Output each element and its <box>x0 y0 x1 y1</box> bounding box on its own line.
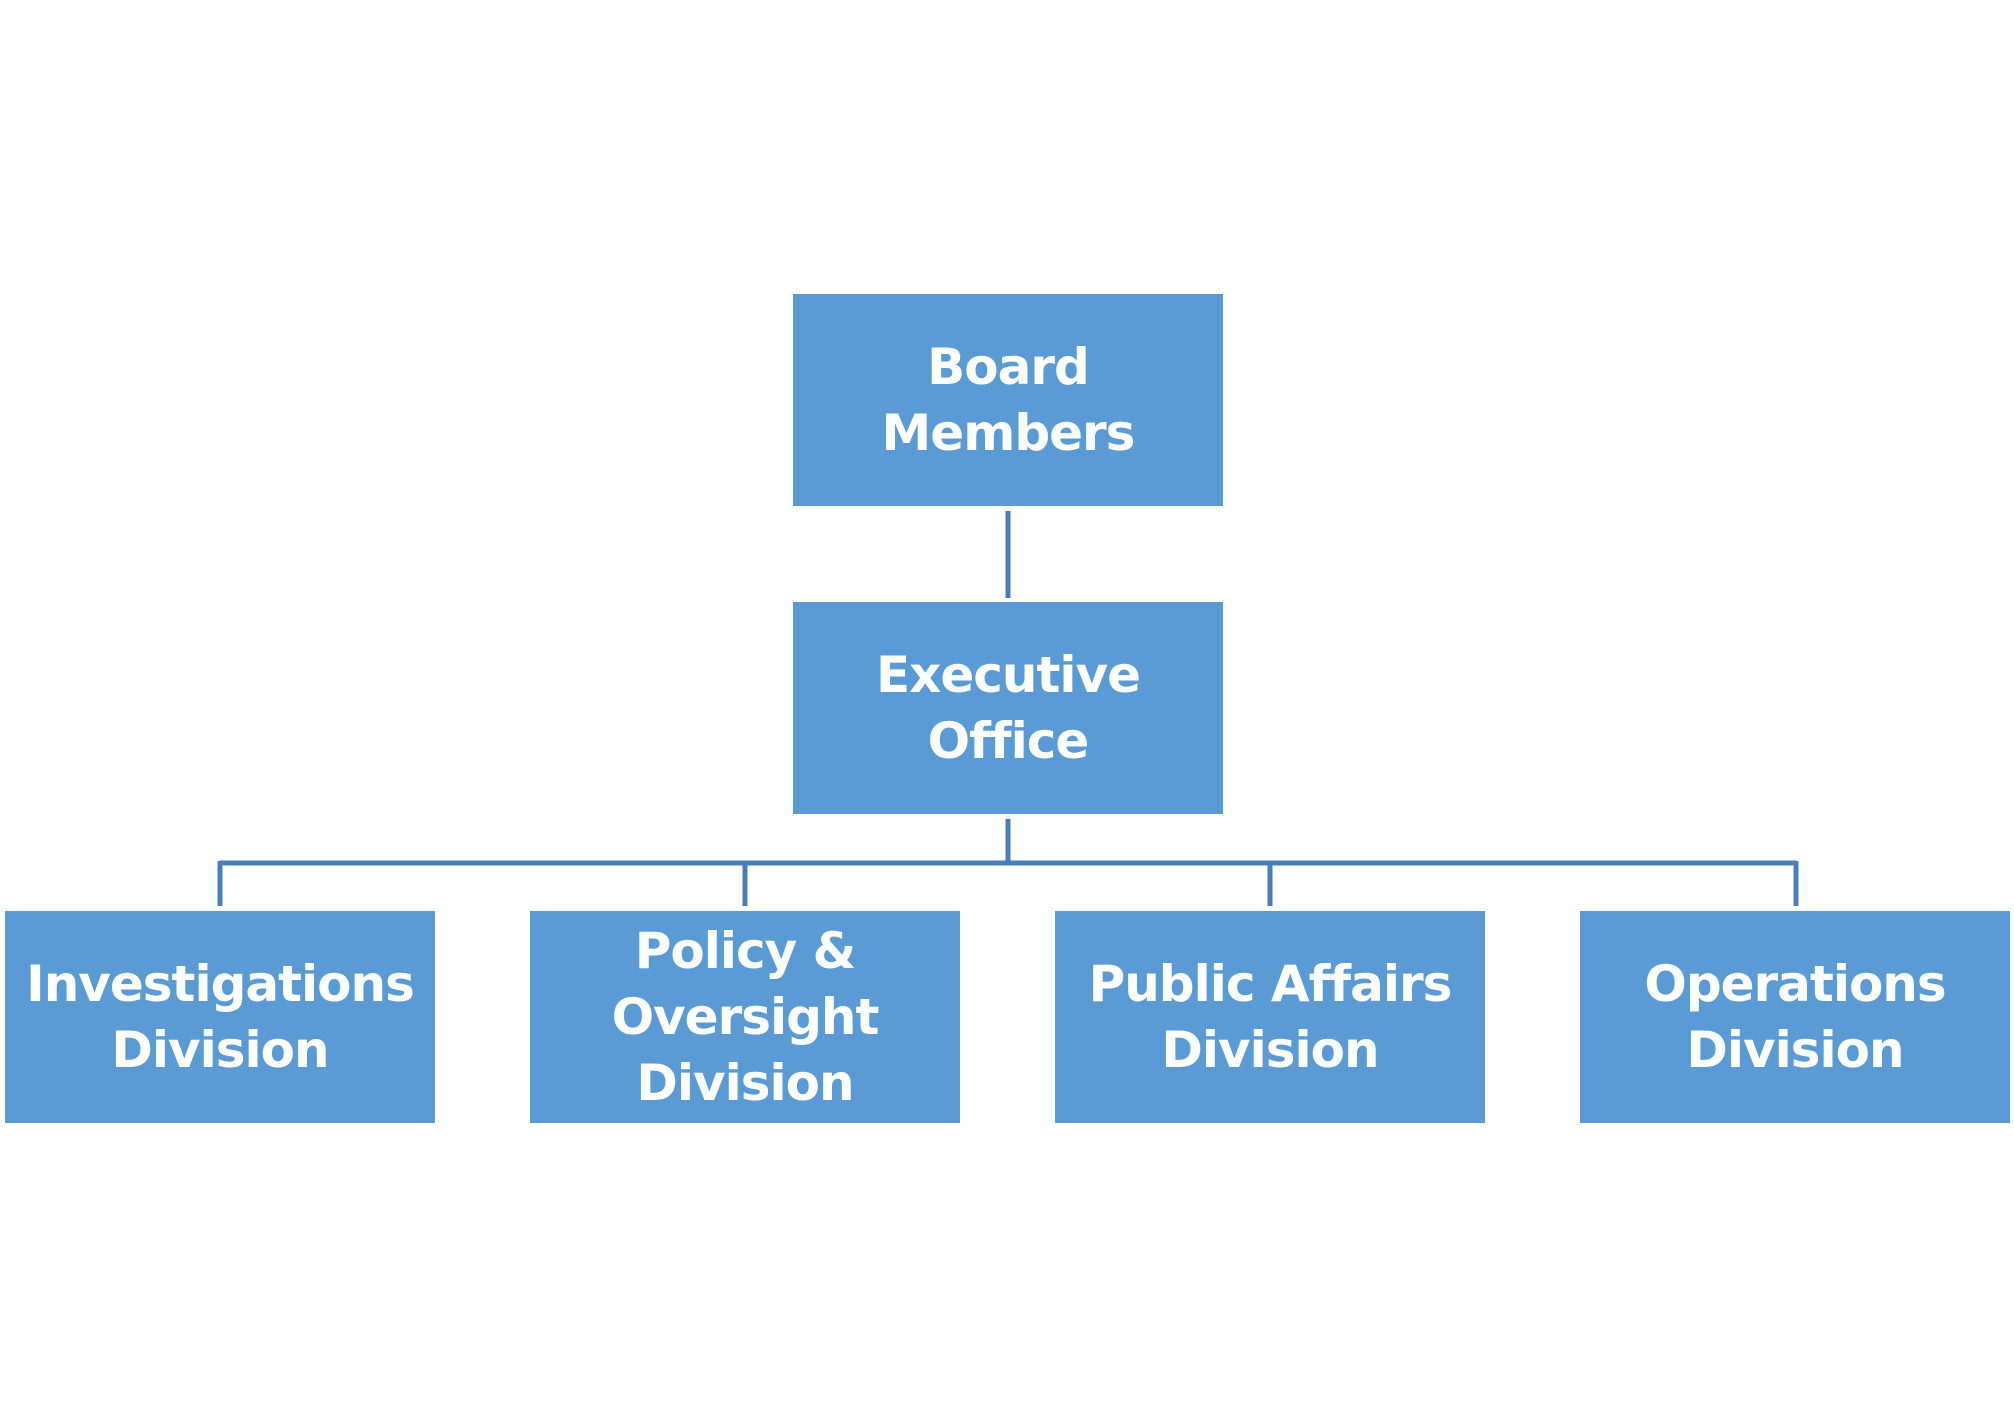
node-public-affairs-division: Public Affairs Division <box>1055 911 1485 1123</box>
node-investigations-division: Investigations Division <box>5 911 435 1123</box>
node-label-public-affairs-division: Public Affairs Division <box>1088 955 1453 1079</box>
node-operations-division: Operations Division <box>1580 911 2010 1123</box>
node-board-members: Board Members <box>793 294 1223 506</box>
node-label-board-members: Board Members <box>881 338 1136 462</box>
node-label-investigations-division: Investigations Division <box>26 955 415 1079</box>
node-policy-oversight-division: Policy & Oversight Division <box>530 911 960 1123</box>
node-executive-office: Executive Office <box>793 602 1223 814</box>
node-label-executive-office: Executive Office <box>875 646 1141 770</box>
node-label-operations-division: Operations Division <box>1644 955 1946 1079</box>
node-label-policy-oversight-division: Policy & Oversight Division <box>611 922 880 1112</box>
